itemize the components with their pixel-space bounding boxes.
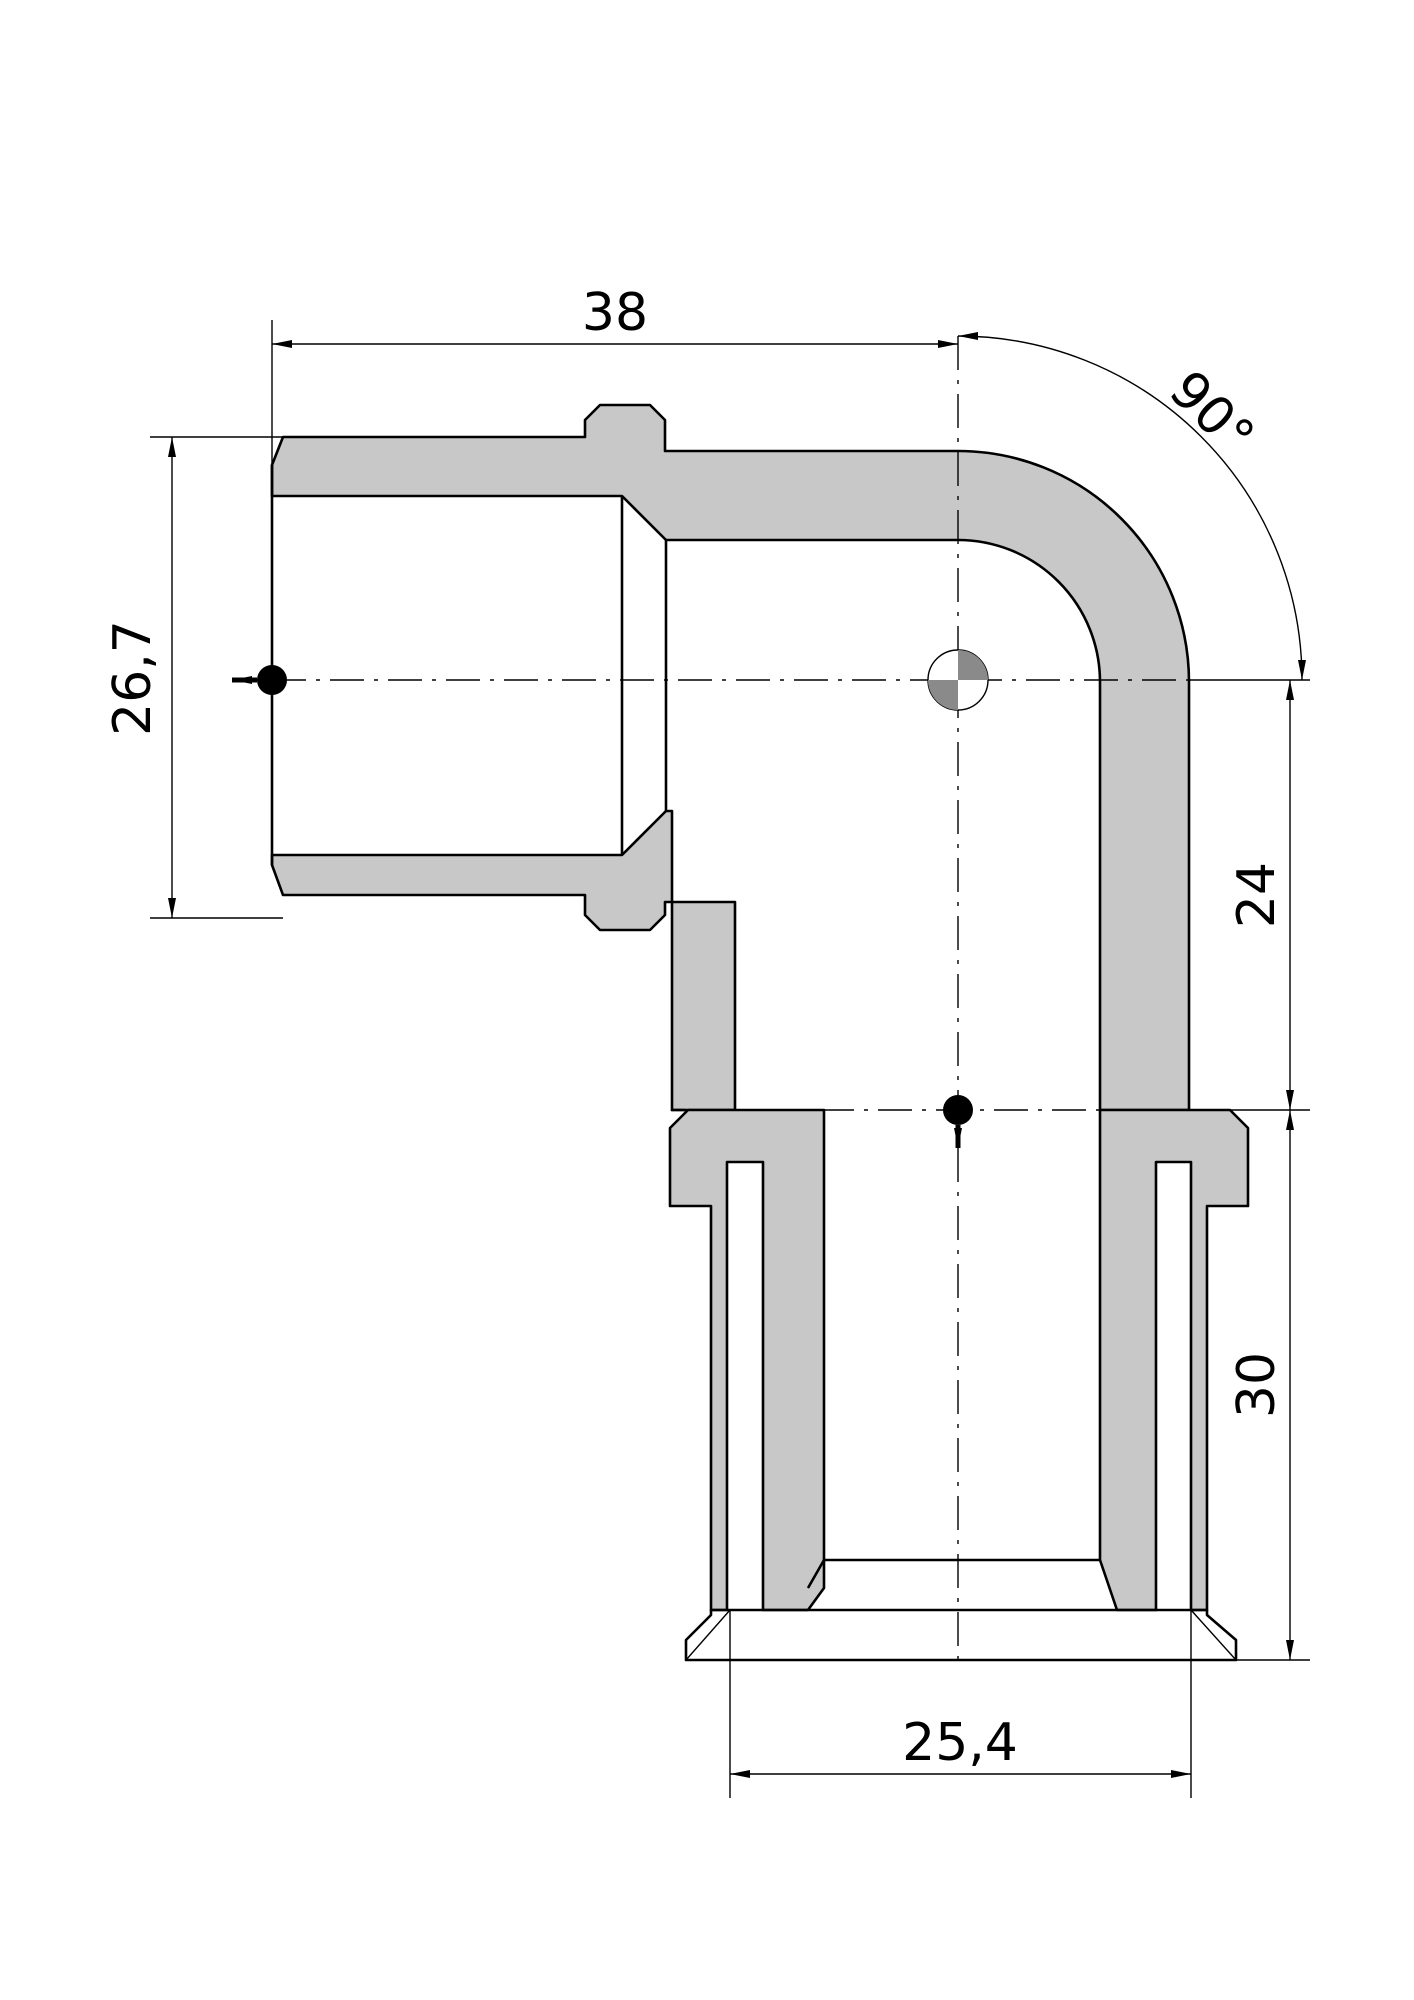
dim-inlet-diameter: 26,7 — [103, 436, 283, 919]
right-socket-step — [1099, 1559, 1118, 1611]
flange-inner-line — [685, 1609, 1237, 1661]
flow-marker-left — [232, 665, 287, 695]
bottom-flange — [684, 1608, 1238, 1662]
dim-30-label: 30 — [1227, 1352, 1287, 1418]
dim-26-7-label: 26,7 — [103, 620, 163, 736]
flow-marker-down — [943, 1095, 973, 1148]
dim-bottom-length: 30 — [1227, 1110, 1294, 1660]
dim-38-label: 38 — [582, 283, 648, 343]
center-mark — [927, 649, 989, 711]
lower-wall — [270, 809, 737, 1112]
left-lower-shell — [668, 1108, 826, 1612]
dim-24-label: 24 — [1227, 862, 1287, 928]
dim-center-to-collar: 24 — [1227, 680, 1294, 1110]
dim-25-4-label: 25,4 — [902, 1713, 1018, 1773]
dim-bottom-width: 25,4 — [729, 1610, 1192, 1798]
dim-90-label: 90° — [1158, 360, 1266, 468]
dim-overall-width: 38 — [271, 283, 958, 465]
right-lower-shell — [1098, 1108, 1250, 1612]
elbow-body — [270, 403, 1250, 1662]
